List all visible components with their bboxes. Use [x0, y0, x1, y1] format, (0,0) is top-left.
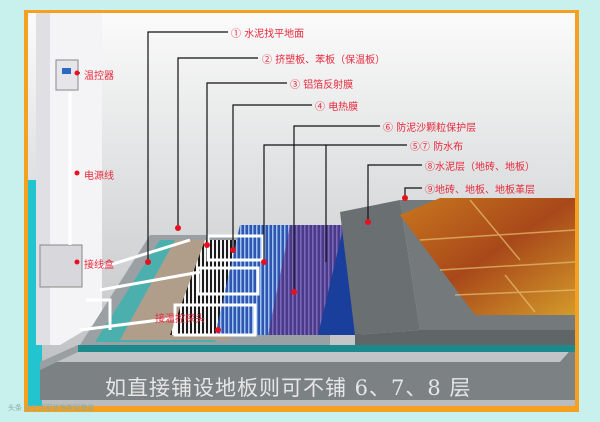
caption: 如直接铺设地板则可不铺 6、7、8 层	[105, 376, 472, 400]
concrete-slab	[40, 345, 575, 400]
layer-label-6: ⑥ 防泥沙颗粒保护层	[383, 123, 477, 134]
layer-label-9: ⑨地砖、地板、地板革层	[425, 185, 535, 196]
layer-label-8: ⑧水泥层（地砖、地板）	[425, 162, 535, 173]
watermark: 头条 @生活家装饰数智整装	[8, 404, 95, 412]
probe-label: 接温控探头	[155, 314, 205, 325]
layer-label-2: ② 挤塑板、苯板（保温板）	[262, 55, 386, 66]
waterproof-cloth	[268, 225, 360, 335]
layer-label-5-7: ⑤⑦ 防水布	[410, 142, 464, 153]
cement-layer	[340, 200, 420, 335]
leader-lines	[76, 31, 422, 292]
layer-label-3: ③ 铝箔反射膜	[290, 80, 354, 91]
thermostat	[55, 59, 79, 91]
power-cable-label: 电源线	[84, 171, 114, 182]
junction-box	[39, 244, 83, 288]
layer-label-1: ① 水泥找平地面	[231, 29, 305, 40]
junction-box-label: 接线盒	[84, 260, 114, 271]
layer-label-4: ④ 电热膜	[315, 102, 359, 113]
thermostat-label: 温控器	[84, 71, 114, 82]
wood-floor	[400, 198, 575, 315]
